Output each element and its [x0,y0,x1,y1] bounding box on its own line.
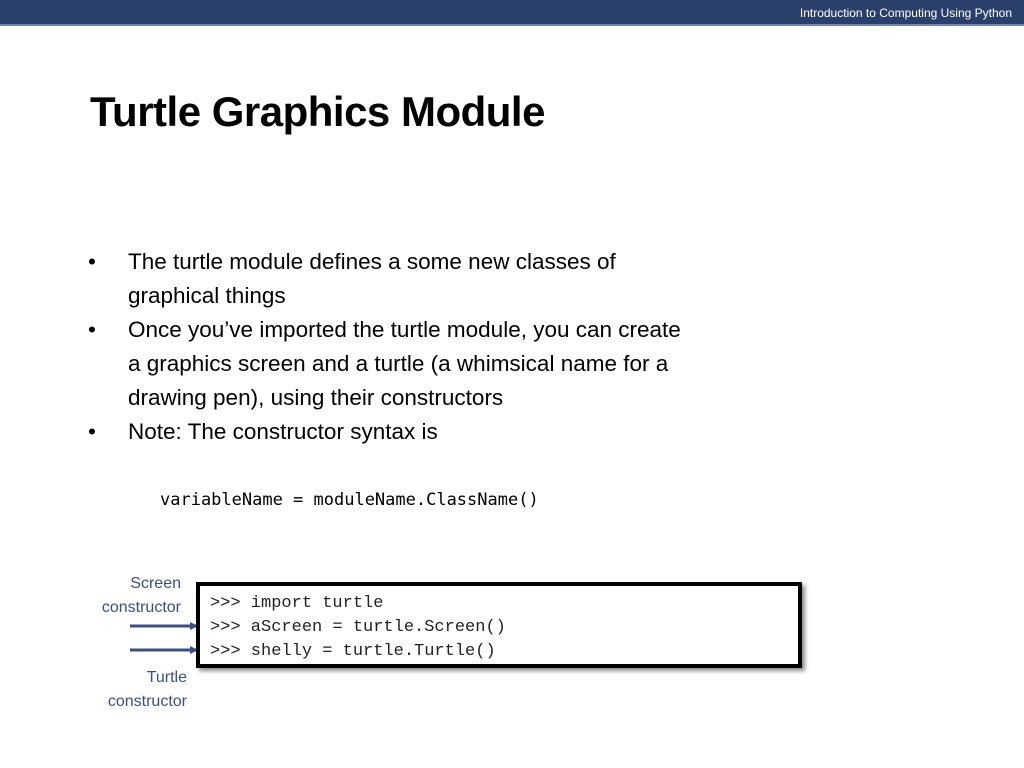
bullet-text: Once you’ve imported the turtle module, … [128,317,681,410]
turtle-constructor-label-text: Turtle constructor [107,669,187,710]
code-line: >>> import turtle [210,594,384,613]
bullet-list: • The turtle module defines a some new c… [88,245,688,449]
bullet-text: Note: The constructor syntax is [128,419,438,444]
bullet-item: • Note: The constructor syntax is [88,415,688,449]
bullet-text: The turtle module defines a some new cla… [128,249,616,308]
bullet-item: • Once you’ve imported the turtle module… [88,313,688,415]
bullet-icon: • [88,419,96,444]
header-bar: Introduction to Computing Using Python [0,0,1024,26]
python-shell-box: >>> import turtle >>> aScreen = turtle.S… [196,582,802,668]
code-line: >>> aScreen = turtle.Screen() [210,618,506,637]
bullet-icon: • [88,249,96,274]
screen-constructor-label-text: Screen constructor [101,575,181,616]
bullet-item: • The turtle module defines a some new c… [88,245,688,313]
slide-title: Turtle Graphics Module [90,88,545,135]
bullet-icon: • [88,317,96,342]
course-title: Introduction to Computing Using Python [799,6,1012,20]
code-line: >>> shelly = turtle.Turtle() [210,642,496,661]
turtle-constructor-label: Turtle constructor [87,666,187,714]
constructor-syntax: variableName = moduleName.ClassName() [160,490,539,510]
screen-constructor-label: Screen constructor [81,572,181,620]
